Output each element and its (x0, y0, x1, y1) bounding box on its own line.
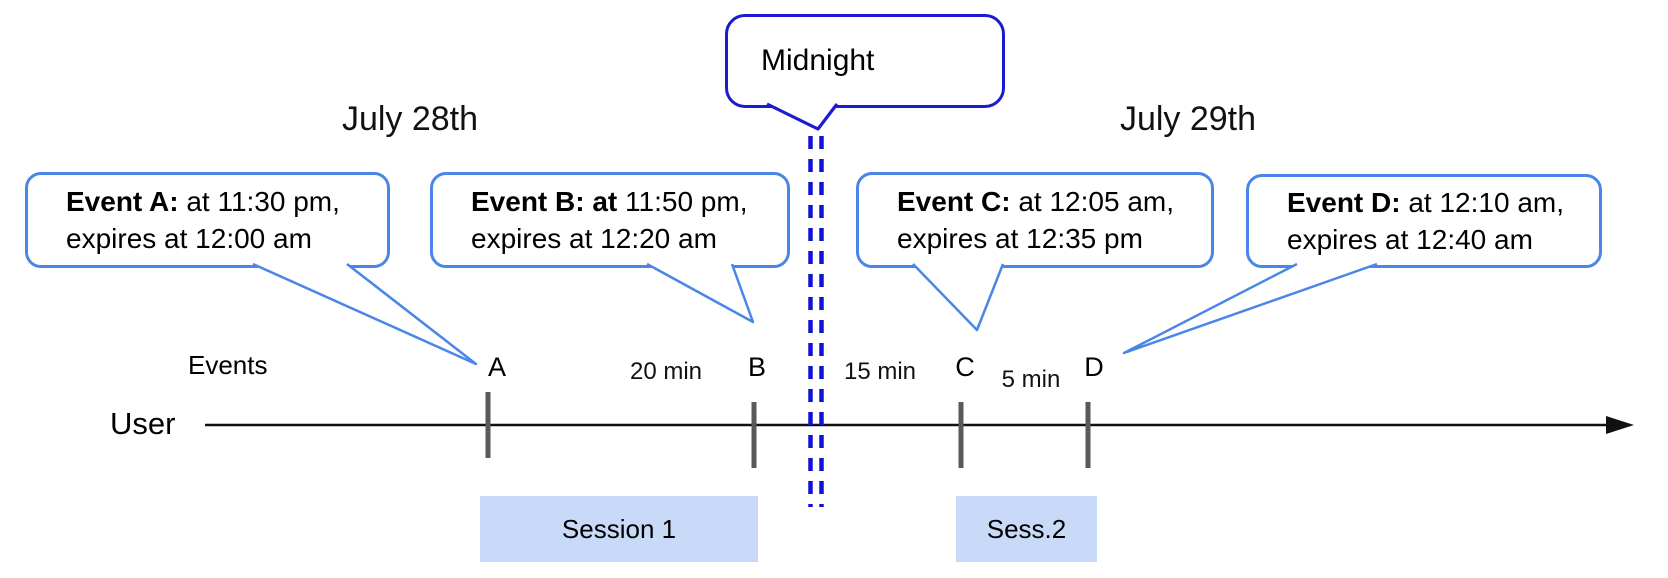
event-c-callout-line1: Event C: at 12:05 am, (897, 186, 1175, 217)
date-label-july-28: July 28th (341, 100, 479, 138)
event-c-callout-tail (912, 263, 1005, 332)
date-label-july-29: July 29th (1119, 100, 1257, 138)
session-2-label: Sess.2 (986, 513, 1067, 544)
session-1-label: Session 1 (561, 513, 677, 544)
midnight-callout: Midnight (725, 14, 1005, 108)
event-d-callout-tail (1122, 262, 1378, 355)
event-d-callout-line2: expires at 12:40 am (1287, 224, 1533, 255)
event-d-callout-line1: Event D: at 12:10 am, (1287, 187, 1565, 218)
event-b-callout-line1: Event B: at 11:50 pm, (471, 186, 748, 217)
gap-label-20min: 20 min (629, 358, 703, 385)
timeline-arrowhead-icon (1606, 416, 1634, 434)
tick-label-d: D (1084, 352, 1104, 382)
tick-label-c: C (955, 352, 975, 382)
tick-label-a: A (487, 352, 506, 382)
event-b-callout: Event B: at 11:50 pm, expires at 12:20 a… (430, 172, 790, 268)
event-c-callout-line2: expires at 12:35 pm (897, 223, 1143, 254)
event-a-callout-tail (252, 262, 478, 366)
event-a-callout: Event A: at 11:30 pm, expires at 12:00 a… (25, 172, 390, 268)
event-a-callout-line2: expires at 12:00 am (66, 223, 312, 254)
midnight-callout-label: Midnight (761, 44, 875, 77)
event-a-callout-line1: Event A: at 11:30 pm, (66, 186, 340, 217)
event-c-callout: Event C: at 12:05 am, expires at 12:35 p… (856, 172, 1214, 268)
session-2-box: Sess.2 (956, 496, 1097, 562)
event-b-callout-line2: expires at 12:20 am (471, 223, 717, 254)
user-axis-label: User (110, 406, 176, 441)
events-axis-label: Events (188, 350, 268, 380)
tick-label-b: B (747, 352, 766, 382)
gap-label-15min: 15 min (843, 358, 917, 385)
event-b-callout-tail (646, 262, 755, 324)
gap-label-5min: 5 min (1001, 366, 1061, 393)
session-1-box: Session 1 (480, 496, 758, 562)
event-d-callout: Event D: at 12:10 am, expires at 12:40 a… (1246, 174, 1602, 268)
